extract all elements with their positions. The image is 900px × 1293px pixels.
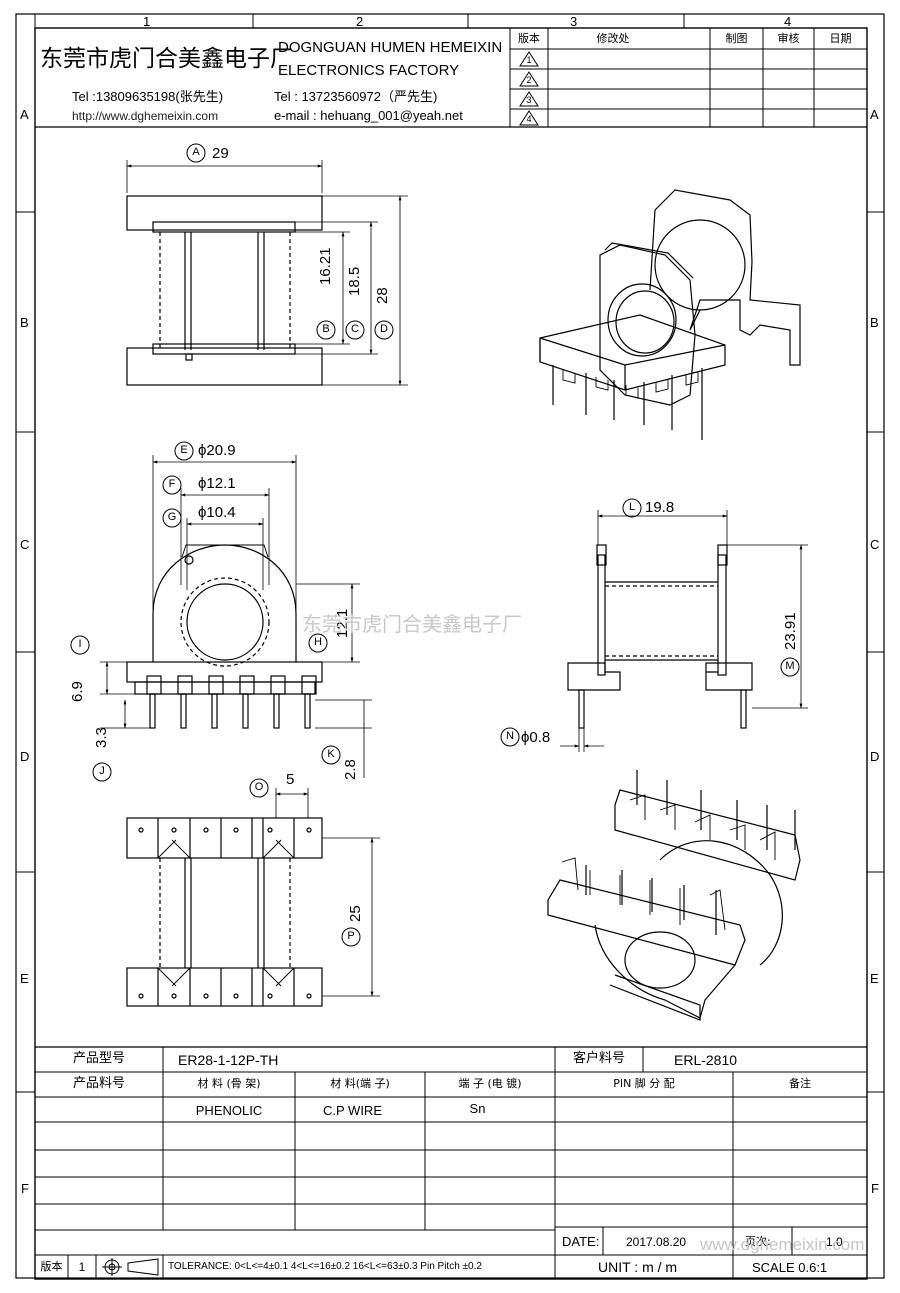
col-header-remark: 备注 xyxy=(789,1077,811,1090)
date-label: DATE: xyxy=(562,1234,600,1249)
scale-note: SCALE 0.6:1 xyxy=(752,1260,828,1275)
dim-m-value: 23.91 xyxy=(782,612,799,650)
balloon-c: C xyxy=(351,323,359,335)
row-label-d-left: D xyxy=(20,749,30,764)
col-header-plating: 端 子 (电 镀) xyxy=(458,1077,522,1090)
cell-plating: Sn xyxy=(469,1101,486,1116)
col-header-material-pin: 材 料(端 子) xyxy=(330,1077,390,1090)
dim-p-value: 25 xyxy=(347,905,364,922)
bottom-view xyxy=(126,817,323,1007)
col-header-material-bobbin: 材 料 (骨 架) xyxy=(197,1077,261,1090)
row-label-a-right: A xyxy=(870,107,879,122)
product-model-value: ER28-1-12P-TH xyxy=(178,1052,279,1068)
page-value: 1.0 xyxy=(826,1235,843,1249)
company-name-en-1: DOGNGUAN HUMEN HEMEIXIN xyxy=(278,39,503,56)
dim-f-value: ϕ12.1 xyxy=(198,475,236,492)
isometric-view-bottom xyxy=(547,770,801,1021)
dim-b-value: 16.21 xyxy=(317,247,334,285)
dim-o-value: 5 xyxy=(286,771,295,788)
col-label-4: 4 xyxy=(784,14,792,29)
dim-c-value: 18.5 xyxy=(346,266,363,296)
customer-no-label: 客户料号 xyxy=(572,1051,625,1066)
rev-header-drawn: 制图 xyxy=(725,32,748,45)
watermark-center: 东莞市虎门合美鑫电子厂 xyxy=(302,612,522,636)
customer-no-value: ERL-2810 xyxy=(674,1052,738,1068)
row-label-b-right: B xyxy=(870,315,879,330)
balloon-k: K xyxy=(327,748,335,760)
page-label: 页次: xyxy=(745,1235,771,1248)
col-label-2: 2 xyxy=(356,14,364,29)
balloon-p: P xyxy=(347,930,355,942)
cell-material-pin: C.P WIRE xyxy=(323,1103,382,1118)
balloon-n: N xyxy=(506,730,514,742)
col-header-pin-assign: PIN 脚 分 配 xyxy=(613,1077,675,1090)
contact-tel-2: Tel : 13723560972（严先生) xyxy=(274,89,438,104)
contact-email: e-mail : hehuang_001@yeah.net xyxy=(274,108,463,123)
dim-l-value: 19.8 xyxy=(645,499,675,516)
row-label-a-left: A xyxy=(20,107,29,122)
balloon-a: A xyxy=(192,146,200,158)
rev-header-change: 修改处 xyxy=(596,32,630,45)
website-link[interactable]: http://www.dghemeixin.com xyxy=(72,109,219,123)
company-name-cn: 东莞市虎门合美鑫电子厂 xyxy=(40,46,293,72)
rev-header-version: 版本 xyxy=(518,32,540,45)
row-label-b-left: B xyxy=(20,315,29,330)
row-label-f-left: F xyxy=(21,1181,29,1196)
date-value: 2017.08.20 xyxy=(626,1235,687,1249)
dim-a-value: 29 xyxy=(212,145,229,162)
balloon-j: J xyxy=(99,765,105,777)
front-view xyxy=(126,195,323,386)
rev-header-checked: 审核 xyxy=(777,32,800,45)
dim-g-value: ϕ10.4 xyxy=(198,504,236,521)
dim-n-value: ϕ0.8 xyxy=(521,729,551,746)
balloon-f: F xyxy=(168,478,176,490)
watermark-bottom: www.dghemeixin.com xyxy=(700,1235,865,1254)
dim-e-value: ϕ20.9 xyxy=(198,442,236,459)
dim-i-value: 6.9 xyxy=(69,681,86,702)
rev-row-3: 3 xyxy=(526,95,532,105)
row-label-f-right: F xyxy=(871,1181,879,1196)
row-label-e-left: E xyxy=(20,971,29,986)
balloon-m: M xyxy=(785,660,795,672)
version-label: 版本 xyxy=(40,1260,63,1273)
balloon-e: E xyxy=(180,444,188,456)
balloon-l: L xyxy=(628,501,636,513)
col-label-3: 3 xyxy=(570,14,578,29)
product-model-label: 产品型号 xyxy=(72,1051,125,1066)
rev-header-date: 日期 xyxy=(829,32,852,45)
row-label-c-left: C xyxy=(20,537,30,552)
contact-tel-1: Tel :13809635198(张先生) xyxy=(72,89,224,104)
row-label-d-right: D xyxy=(870,749,880,764)
balloon-d: D xyxy=(380,323,388,335)
company-name-en-2: ELECTRONICS FACTORY xyxy=(278,62,460,79)
rev-row-1: 1 xyxy=(526,55,532,65)
balloon-h: H xyxy=(314,636,322,648)
end-view xyxy=(567,544,753,729)
dim-k-value: 2.8 xyxy=(342,759,359,780)
row-label-c-right: C xyxy=(870,537,880,552)
rev-row-4: 4 xyxy=(526,114,532,124)
col-header-part-no: 产品料号 xyxy=(72,1076,125,1091)
rev-row-2: 2 xyxy=(526,75,532,85)
cell-material-bobbin: PHENOLIC xyxy=(195,1103,263,1118)
balloon-g: G xyxy=(167,511,177,523)
row-label-e-right: E xyxy=(870,971,879,986)
balloon-o: O xyxy=(254,781,264,793)
version-value: 1 xyxy=(78,1260,86,1274)
balloon-i: I xyxy=(78,638,82,650)
tolerance-note: TOLERANCE: 0<L<=4±0.1 4<L<=16±0.2 16<L<=… xyxy=(168,1261,482,1272)
side-view xyxy=(126,544,323,729)
isometric-view-top xyxy=(539,189,801,440)
unit-note: UNIT : m / m xyxy=(598,1259,678,1275)
dim-d-value: 28 xyxy=(374,287,391,304)
col-label-1: 1 xyxy=(143,14,151,29)
dim-j-value: 3.3 xyxy=(93,727,110,748)
balloon-b: B xyxy=(322,323,330,335)
